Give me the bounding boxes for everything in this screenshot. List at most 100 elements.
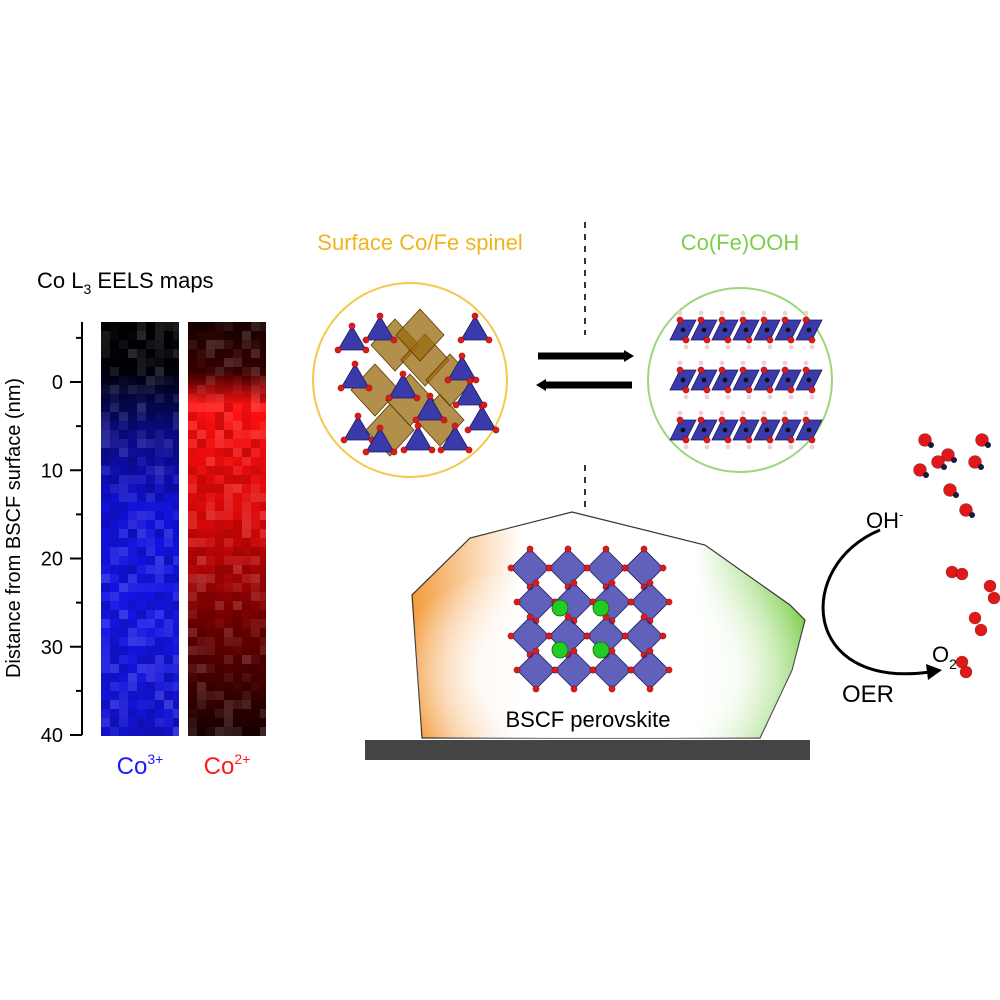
map-pixel xyxy=(197,331,206,340)
map-pixel xyxy=(215,376,224,385)
map-pixel xyxy=(233,448,242,457)
map-pixel xyxy=(206,529,215,538)
map-pixel xyxy=(155,619,164,628)
map-pixel xyxy=(233,565,242,574)
map-pixel xyxy=(224,628,233,637)
map-pixel xyxy=(251,547,260,556)
map-pixel xyxy=(173,394,179,403)
atom xyxy=(703,386,711,394)
map-pixel xyxy=(101,529,110,538)
map-pixel xyxy=(146,700,155,709)
map-pixel xyxy=(260,394,266,403)
map-pixel xyxy=(155,367,164,376)
perovskite-label: BSCF perovskite xyxy=(505,707,670,732)
map-pixel xyxy=(155,457,164,466)
atom xyxy=(608,647,616,655)
map-pixel xyxy=(110,349,119,358)
map-pixel xyxy=(164,466,173,475)
map-pixel xyxy=(155,646,164,655)
map-pixel xyxy=(110,709,119,718)
map-pixel xyxy=(173,637,179,646)
map-pixel xyxy=(155,340,164,349)
map-pixel xyxy=(188,655,197,664)
map-pixel xyxy=(224,367,233,376)
map-pixel xyxy=(242,340,251,349)
hydrogen xyxy=(719,360,725,366)
map-pixel xyxy=(137,457,146,466)
map-pixel xyxy=(155,727,164,736)
atom xyxy=(941,448,955,462)
map-pixel xyxy=(242,718,251,727)
atom xyxy=(703,436,711,444)
map-pixel xyxy=(206,619,215,628)
map-pixel xyxy=(128,331,137,340)
map-pixel xyxy=(164,709,173,718)
map-pixel xyxy=(155,358,164,367)
map-pixel xyxy=(224,502,233,511)
map-pixel xyxy=(251,403,260,412)
map-pixel xyxy=(110,403,119,412)
map-pixel xyxy=(206,394,215,403)
map-pixel xyxy=(164,646,173,655)
map-pixel xyxy=(173,502,179,511)
co2-eels-map xyxy=(188,322,266,736)
map-pixel xyxy=(224,637,233,646)
map-pixel xyxy=(224,394,233,403)
map-pixel xyxy=(128,700,137,709)
map-pixel xyxy=(173,412,179,421)
map-pixel xyxy=(137,619,146,628)
atom xyxy=(739,316,747,324)
map-pixel xyxy=(173,475,179,484)
map-pixel xyxy=(251,619,260,628)
map-pixel xyxy=(215,358,224,367)
map-pixel xyxy=(242,547,251,556)
map-pixel xyxy=(251,520,260,529)
map-pixel xyxy=(119,529,128,538)
map-pixel xyxy=(173,385,179,394)
map-pixel xyxy=(164,700,173,709)
molecules xyxy=(913,433,1000,679)
map-pixel xyxy=(173,466,179,475)
map-pixel xyxy=(173,529,179,538)
map-pixel xyxy=(110,592,119,601)
map-pixel xyxy=(155,592,164,601)
map-pixel xyxy=(215,421,224,430)
map-pixel xyxy=(206,610,215,619)
map-pixel xyxy=(119,349,128,358)
map-pixel xyxy=(215,385,224,394)
map-pixel xyxy=(215,664,224,673)
map-pixel xyxy=(215,547,224,556)
map-pixel xyxy=(119,637,128,646)
map-pixel xyxy=(251,529,260,538)
hydrogen xyxy=(725,344,731,350)
map-pixel xyxy=(251,601,260,610)
atom xyxy=(697,316,705,324)
map-pixel xyxy=(164,367,173,376)
oxyhydroxide-structure-circle xyxy=(647,287,833,473)
map-pixel xyxy=(146,439,155,448)
map-pixel xyxy=(224,331,233,340)
map-pixel xyxy=(188,367,197,376)
map-pixel xyxy=(110,664,119,673)
map-pixel xyxy=(110,574,119,583)
map-pixel xyxy=(119,493,128,502)
map-pixel xyxy=(128,637,137,646)
atom xyxy=(718,366,726,374)
map-pixel xyxy=(173,601,179,610)
map-pixel xyxy=(128,385,137,394)
atom xyxy=(583,564,591,572)
map-pixel xyxy=(251,385,260,394)
map-pixel xyxy=(137,628,146,637)
map-pixel xyxy=(164,592,173,601)
map-pixel xyxy=(215,430,224,439)
map-pixel xyxy=(260,610,266,619)
map-pixel xyxy=(173,511,179,520)
map-pixel xyxy=(101,538,110,547)
map-pixel xyxy=(137,538,146,547)
map-pixel xyxy=(215,394,224,403)
hydrogen xyxy=(761,410,767,416)
map-pixel xyxy=(119,367,128,376)
map-pixel xyxy=(128,394,137,403)
map-pixel xyxy=(206,367,215,376)
